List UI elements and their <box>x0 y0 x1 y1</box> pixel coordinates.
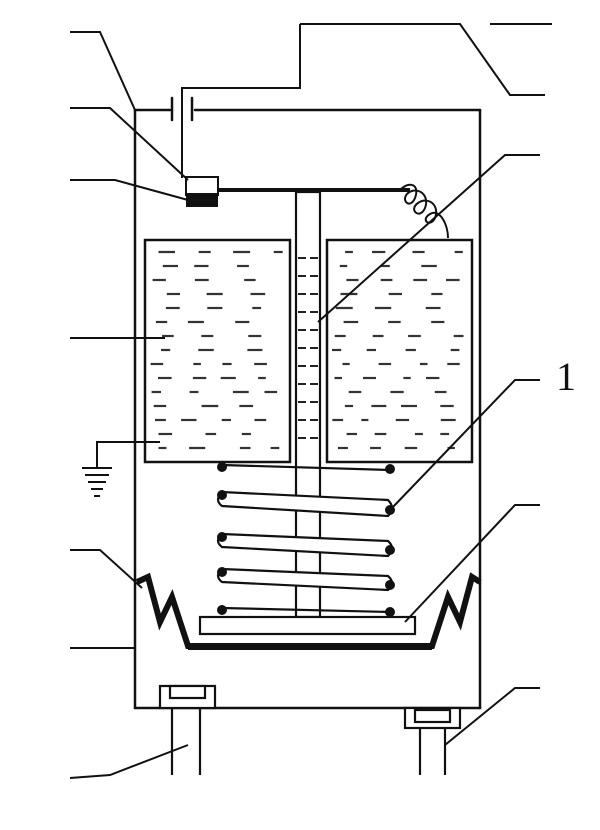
left-tank-liquid-marks <box>150 250 283 450</box>
shaft-scale-marks <box>298 257 318 439</box>
leader-line-capacitor <box>70 31 136 111</box>
base-plate <box>198 615 417 636</box>
leader-line-base-plate <box>404 504 540 623</box>
leader-line-left-port <box>69 744 189 779</box>
right-tank-liquid-marks <box>332 250 464 450</box>
ground-symbol <box>82 441 160 497</box>
leader-line-electrode-top <box>70 107 189 181</box>
central-shaft <box>294 190 322 619</box>
small-coil <box>399 183 449 239</box>
bottom-left-port <box>158 684 217 775</box>
leader-line-shaft <box>317 154 540 323</box>
spring-end-dots <box>217 462 395 617</box>
right-liquid-tank <box>325 238 474 464</box>
bottom-right-port <box>403 706 462 775</box>
lead-wire-upper <box>300 23 545 96</box>
leader-lines <box>69 23 552 779</box>
reference-numeral-1: 1 <box>556 354 576 399</box>
leader-line-electrode-bottom <box>70 179 189 201</box>
helical-spring <box>216 463 394 614</box>
lead-wire <box>181 24 301 178</box>
capacitor-symbol <box>170 96 194 122</box>
left-liquid-tank <box>143 238 292 464</box>
leader-line-spring <box>391 379 540 509</box>
leader-line-bellows <box>70 549 143 589</box>
electrode-block <box>185 176 219 207</box>
leader-line-right-port <box>444 687 540 746</box>
